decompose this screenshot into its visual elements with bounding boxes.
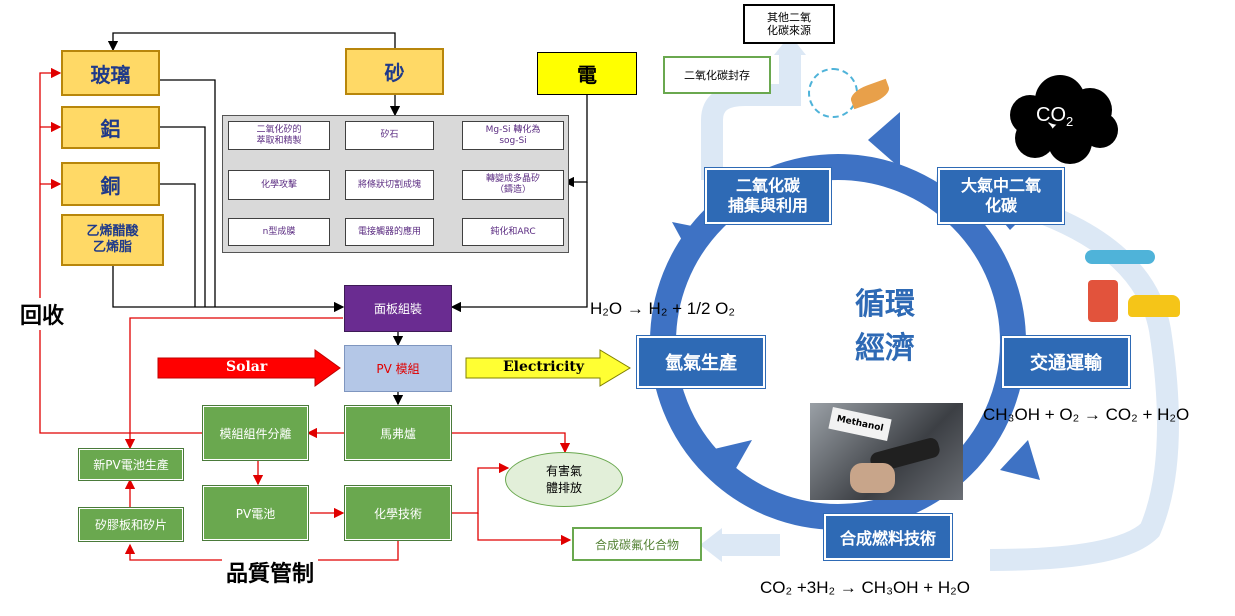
electricity-label: Electricity [503, 359, 585, 375]
atmospheric-co2-box: 大氣中二氧 化碳 [937, 167, 1065, 225]
silicon-wafer-box: 矽膠板和矽片 [78, 507, 184, 542]
pv-module-box: PV 模組 [344, 345, 452, 392]
synthetic-fuel-box: 合成燃料技術 [823, 513, 953, 561]
process-step-silica-stone: 矽石 [345, 121, 434, 150]
other-co2-sources-box: 其他二氧 化碳來源 [743, 4, 835, 44]
capture-box: 二氧化碳 捕集與利用 [704, 167, 832, 225]
co2-storage-box: 二氧化碳封存 [663, 56, 771, 94]
electricity-box: 電 [537, 52, 637, 95]
process-step-silica: 二氧化矽的 萃取和精製 [228, 121, 330, 150]
co2-cloud [1010, 75, 1118, 164]
quality-control-label: 品質管制 [222, 556, 319, 588]
process-step-mgsi: Mg-Si 轉化為 sog-Si [462, 121, 564, 150]
process-step-passivation: 鈍化和ARC [462, 218, 564, 246]
train-icon [1088, 280, 1118, 322]
hydrogen-production-box: 氫氣生產 [636, 335, 766, 389]
methanol-photo: Methanol [810, 403, 963, 500]
recycle-label: 回收 [20, 298, 65, 330]
methanol-tag: Methanol [828, 407, 892, 441]
process-step-contacts: 電接觸器的應用 [345, 218, 434, 246]
chemical-tech-box: 化學技術 [344, 485, 452, 541]
globe-icon [808, 68, 858, 118]
separation-box: 模組組件分離 [202, 405, 309, 461]
equation-methanol-combustion: CH₃OH + O₂ → CO₂ + H₂O [983, 405, 1190, 424]
panel-assembly-box: 面板組裝 [344, 285, 452, 332]
airplane-icon [1085, 250, 1155, 264]
aluminum-box: 鋁 [61, 106, 160, 149]
harmful-gas-ellipse: 有害氣 體排放 [505, 452, 623, 507]
hand [850, 463, 895, 493]
process-step-polysilicon: 轉變成多晶矽 （鑄造） [462, 170, 564, 200]
co2-cloud-label: CO2 [1036, 104, 1074, 129]
process-step-cutting: 將條狀切割成塊 [345, 170, 434, 200]
new-pv-production-box: 新PV電池生產 [78, 448, 184, 481]
copper-box: 銅 [61, 162, 160, 206]
sand-box: 砂 [345, 48, 444, 95]
transport-box: 交通運輸 [1001, 335, 1131, 389]
pv-cell-box: PV電池 [202, 485, 309, 541]
circular-economy-label: 循環 經濟 [855, 287, 915, 366]
solar-label: Solar [226, 359, 268, 375]
black-connectors [107, 32, 588, 406]
equation-hydrogen: H₂O → H₂ + 1/2 O₂ [590, 299, 735, 318]
fluoride-box: 合成碳氟化合物 [572, 527, 702, 561]
electricity-arrow [465, 349, 631, 387]
process-step-n-type: n型成膜 [228, 218, 330, 246]
background-flow-arrows [701, 50, 1179, 571]
eva-box: 乙烯醋酸 乙烯脂 [61, 214, 164, 266]
process-step-chemical-attack: 化學攻擊 [228, 170, 330, 200]
taxi-icon [1128, 295, 1180, 317]
furnace-box: 馬弗爐 [344, 405, 452, 461]
solar-arrow [157, 349, 341, 387]
glass-box: 玻璃 [61, 50, 160, 96]
equation-synthesis: CO₂ +3H₂ → CH₃OH + H₂O [760, 578, 970, 597]
